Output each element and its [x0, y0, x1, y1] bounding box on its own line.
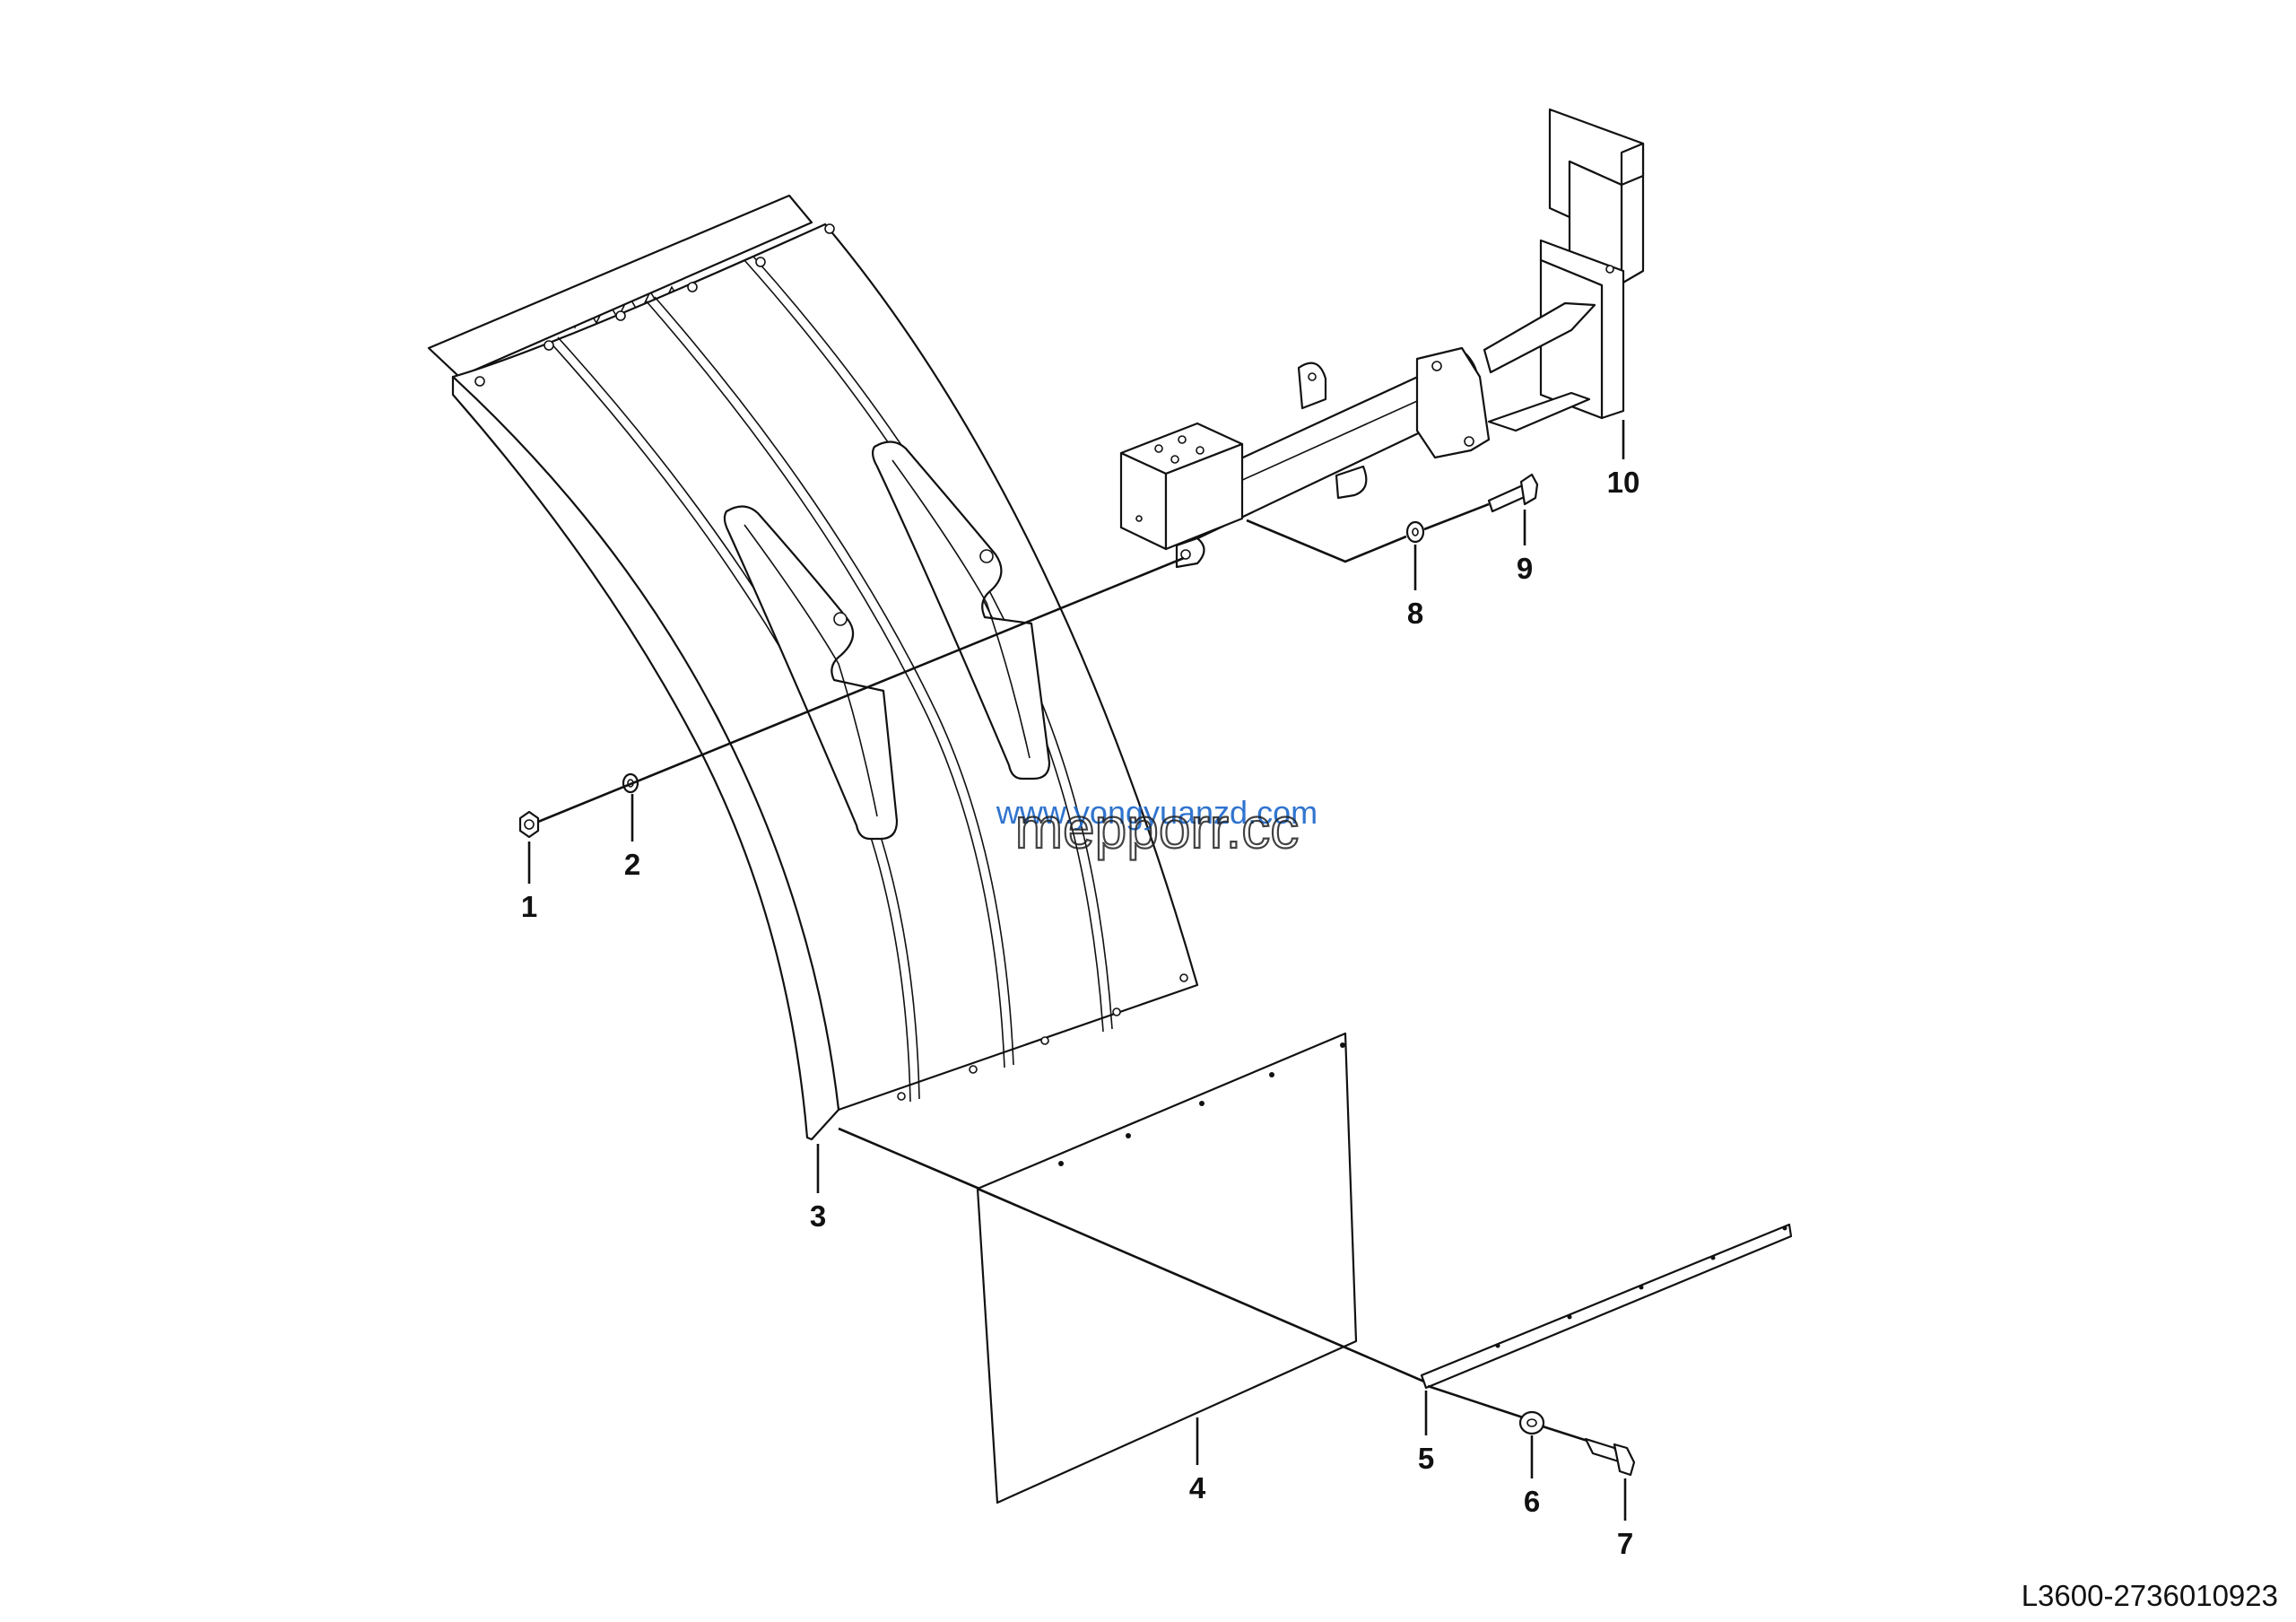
callout-10: 10: [1607, 466, 1640, 499]
assembly-lines: [537, 502, 1588, 1443]
washer-lower-part: [1518, 1410, 1545, 1435]
callout-8: 8: [1407, 597, 1423, 630]
watermark-logo: mepporr.cc: [1015, 796, 1300, 860]
callout-2: 2: [624, 848, 640, 881]
nut-part: [518, 810, 540, 839]
mud-flap-holes: [1058, 1042, 1345, 1166]
washer-upper-part: [1405, 520, 1425, 544]
callout-3: 3: [810, 1199, 826, 1233]
callout-4: 4: [1189, 1471, 1206, 1504]
callout-7: 7: [1617, 1527, 1633, 1560]
document-id: L3600-2736010923: [2022, 1579, 2278, 1612]
clamping-strip-part: [1420, 1223, 1793, 1390]
bolt-upper-part: [1487, 473, 1539, 513]
callout-5: 5: [1418, 1442, 1434, 1475]
mud-flap-part: [976, 1032, 1358, 1504]
callout-1: 1: [521, 890, 537, 923]
bolt-lower-part: [1584, 1437, 1636, 1477]
callout-9: 9: [1517, 552, 1533, 585]
leader-lines: [527, 420, 1627, 1521]
clamping-strip-holes: [1495, 1225, 1787, 1348]
fender-part: [427, 194, 1199, 1141]
callout-6: 6: [1524, 1485, 1540, 1518]
support-arm-part: [1119, 108, 1645, 569]
watermark-url: www.yongyuanzd.com: [996, 794, 1318, 831]
